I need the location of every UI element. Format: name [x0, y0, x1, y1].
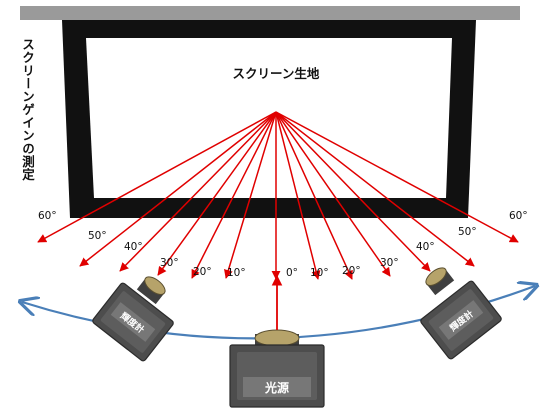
- measurement-title: スクリーンゲインの測定: [20, 38, 35, 181]
- reflected-ray-r10: [275, 111, 321, 280]
- angle-label-left-10: 10°: [227, 267, 246, 279]
- angle-label-left-20: 20°: [193, 266, 212, 278]
- reflected-ray-l40: [119, 111, 277, 272]
- luminance-meter-left-lens: [136, 276, 166, 305]
- luminance-meter-right: 輝度計: [420, 280, 502, 360]
- angle-label-left-30: 30°: [160, 257, 179, 269]
- luminance-meter-right-lens: [425, 267, 455, 296]
- angle-label-left-60: 60°: [38, 210, 57, 222]
- reflected-ray-r50: [275, 111, 475, 267]
- reflected-ray-l50: [79, 111, 277, 267]
- angle-label-right-30: 30°: [380, 257, 399, 269]
- reflected-ray-r20: [275, 111, 353, 280]
- angle-label-right-10: 10°: [310, 267, 329, 279]
- angle-label-right-60: 60°: [509, 210, 528, 222]
- angle-label-right-50: 50°: [458, 226, 477, 238]
- reflection-rays: [37, 111, 519, 280]
- light-source-label: 光源: [264, 380, 289, 395]
- angle-label-right-40: 40°: [416, 241, 435, 253]
- light-source: 光源: [229, 329, 325, 408]
- reflected-ray-r30: [275, 111, 391, 277]
- reflected-ray-l60: [37, 111, 277, 243]
- angle-label-right-20: 20°: [342, 265, 361, 277]
- angle-label-center-0: 0°: [286, 267, 298, 279]
- luminance-meter-left: 輝度計: [92, 282, 174, 362]
- reflected-ray-l30: [157, 111, 277, 276]
- ceiling-bar: [20, 6, 520, 20]
- screen-fabric-label: スクリーン生地: [233, 66, 320, 81]
- reflected-ray-l10: [224, 111, 277, 279]
- reflected-ray-l20: [191, 111, 277, 279]
- reflected-ray-r60: [275, 111, 519, 243]
- angle-label-left-40: 40°: [124, 241, 143, 253]
- angle-label-left-50: 50°: [88, 230, 107, 242]
- reflected-ray-r40: [275, 111, 431, 272]
- angle-labels: 60° 50° 40° 30° 20° 10° 0° 10° 20° 30° 4…: [38, 210, 528, 279]
